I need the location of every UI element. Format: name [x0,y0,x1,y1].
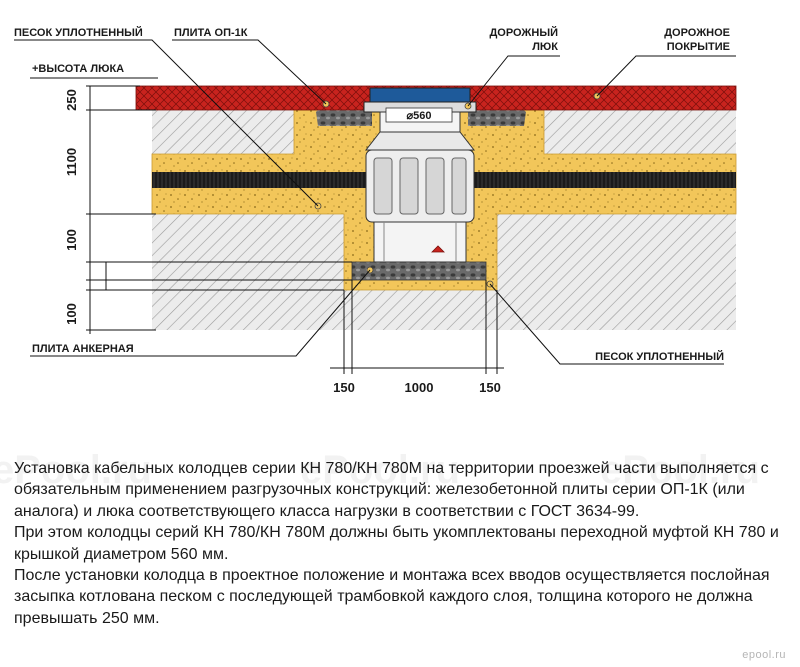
ground-left-lower [152,214,344,330]
leader-hatch [467,55,560,107]
well-base [373,221,467,263]
diameter-label: ⌀560 [407,110,432,122]
label-hatch-height: +ВЫСОТА ЛЮКА [32,63,124,75]
bolt-icon [431,245,445,253]
paragraph-1: Установка кабельных колодцев серии КН 78… [14,460,769,520]
label-road-line1: ДОРОЖНОЕ [664,27,730,39]
installation-diagram: ⌀560 ПЕСОК УПЛОТНЕННЫЙ ПЛИТА ОП-1К ДОРОЖ… [14,26,737,395]
label-sand-bottom: ПЕСОК УПЛОТНЕННЫЙ [595,350,724,363]
ground-bottom [344,290,497,330]
label-hatch-line1: ДОРОЖНЫЙ [489,26,558,39]
leader-slab [172,39,327,105]
dim-100-bottom: 100 [64,303,79,325]
label-sand-top: ПЕСОК УПЛОТНЕННЫЙ [14,26,143,39]
leader-anchor [30,269,371,357]
dim-1100: 1100 [64,148,79,176]
label-road-line2: ПОКРЫТИЕ [667,41,730,53]
leader-road [596,55,736,97]
dim-250: 250 [64,89,79,111]
label-anchor-slab: ПЛИТА АНКЕРНАЯ [32,343,134,355]
label-slab: ПЛИТА ОП-1К [174,27,248,39]
leader-sand-bottom [489,283,724,365]
well-cone [364,131,476,151]
dim-150-left: 150 [333,380,355,395]
ground-right-lower [497,214,736,330]
well-ribs [373,157,467,215]
label-hatch-line2: ЛЮК [532,41,558,53]
dim-100-top: 100 [64,229,79,251]
ground-left-upper [152,110,294,154]
dim-150-right: 150 [479,380,501,395]
ground-right-upper [544,110,736,154]
description-text: Установка кабельных колодцев серии КН 78… [14,458,794,629]
dim-1000: 1000 [405,380,434,395]
paragraph-3: После установки колодца в проектное поло… [14,567,770,627]
leader-sand-top [14,39,319,207]
paragraph-2: При этом колодцы серий КН 780/КН 780М до… [14,524,779,563]
site-watermark: epool.ru [742,649,786,661]
